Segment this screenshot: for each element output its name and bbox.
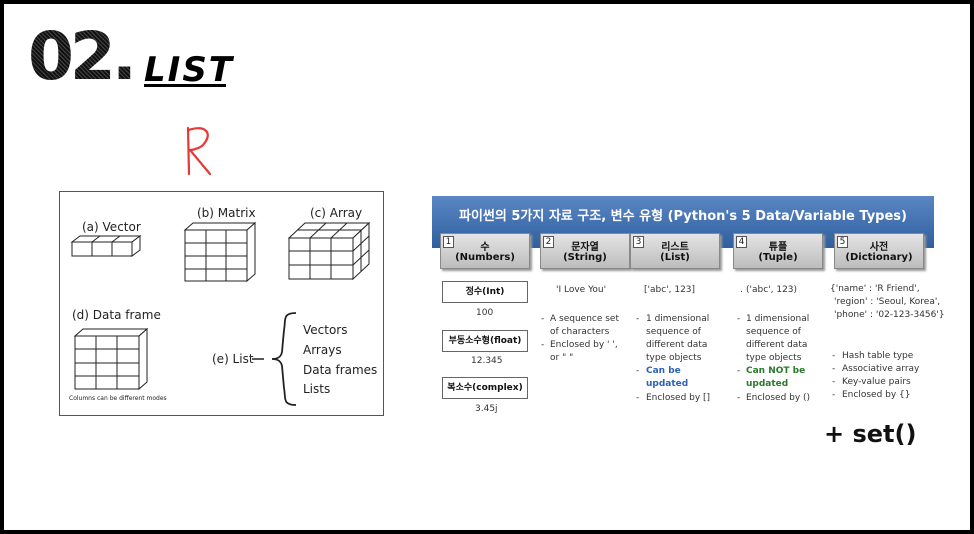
tuple-immutable-note: Can NOT be — [746, 366, 806, 376]
list-note: different data — [646, 340, 708, 350]
dict-example-line: {'name' : 'R Friend', — [830, 284, 920, 294]
handwritten-r — [186, 126, 212, 176]
list-mutable-note: Can be — [646, 366, 681, 376]
list-item: Vectors — [303, 323, 348, 337]
bullet: - — [832, 364, 836, 374]
slide: 02. LIST (a) Vector (b) Matrix (c) Array — [4, 4, 970, 530]
type-korean: 리스트 — [661, 242, 689, 253]
list-note: 1 dimensional — [646, 314, 710, 324]
bullet: - — [832, 351, 836, 361]
string-note: or " " — [550, 353, 574, 363]
dict-note: Hash table type — [842, 351, 914, 361]
tuple-note: sequence of — [746, 327, 801, 337]
float-value: 12.345 — [471, 356, 503, 366]
string-note: of characters — [550, 327, 610, 337]
tuple-note: type objects — [746, 353, 802, 363]
plus-set-annotation: + set() — [824, 420, 917, 448]
matrix-label: (b) Matrix — [197, 206, 256, 220]
list-enclosed: Enclosed by [] — [646, 393, 711, 403]
bullet: - — [737, 366, 741, 376]
vector-label: (a) Vector — [82, 220, 141, 234]
bullet: - — [636, 393, 640, 403]
type-box-tuple: 4 튜플 (Tuple) — [733, 233, 823, 269]
list-example: ['abc', 123] — [644, 285, 696, 295]
section-title: LIST — [144, 50, 234, 90]
type-korean: 문자열 — [571, 242, 599, 253]
tuple-immutable-note: updated — [746, 379, 789, 389]
string-note: Enclosed by ' ', — [550, 340, 618, 350]
list-note: type objects — [646, 353, 702, 363]
list-note: sequence of — [646, 327, 701, 337]
dict-note: Enclosed by {} — [842, 390, 911, 400]
type-box-list: 3 리스트 (List) — [630, 233, 720, 269]
tuple-note: 1 dimensional — [746, 314, 810, 324]
float-label: 부동소수형(float) — [442, 330, 528, 352]
int-value: 100 — [476, 308, 494, 318]
type-korean: 수 — [480, 242, 490, 253]
type-english: (Dictionary) — [845, 252, 913, 263]
list-item: Arrays — [303, 343, 342, 357]
dict-note: Key-value pairs — [842, 377, 911, 387]
bullet: - — [636, 314, 640, 324]
dataframe-label: (d) Data frame — [72, 308, 161, 322]
section-number: 02. — [28, 18, 137, 95]
dict-note: Associative array — [842, 364, 920, 374]
type-box-dictionary: 5 사전 (Dictionary) — [834, 233, 924, 269]
type-box-numbers: 1 수 (Numbers) — [440, 233, 530, 269]
bullet: . — [740, 285, 743, 295]
array-label: (c) Array — [310, 206, 363, 220]
string-note: A sequence set — [550, 314, 620, 324]
type-korean: 튜플 — [768, 242, 788, 253]
tuple-enclosed: Enclosed by () — [746, 393, 811, 403]
matrix-diagram — [183, 221, 257, 283]
type-korean: 사전 — [869, 242, 889, 253]
type-english: (Tuple) — [758, 252, 798, 263]
title-underline — [144, 84, 226, 87]
bullet: - — [541, 340, 545, 350]
dict-example-line: 'region' : 'Seoul, Korea', — [834, 297, 941, 307]
bullet: - — [737, 314, 741, 324]
r-data-structures-figure: (a) Vector (b) Matrix (c) Array — [59, 191, 384, 416]
type-number: 3 — [633, 236, 644, 248]
int-label: 정수(Int) — [442, 281, 528, 303]
dataframe-note: Columns can be different modes — [69, 395, 167, 402]
banner-title: 파이썬의 5가지 자료 구조, 변수 유형 (Python's 5 Data/V… — [458, 209, 907, 224]
type-number: 4 — [736, 236, 747, 248]
tuple-note: different data — [746, 340, 808, 350]
bullet: - — [737, 393, 741, 403]
string-example: 'I Love You' — [556, 285, 607, 295]
tuple-example: ('abc', 123) — [746, 285, 798, 295]
type-box-string: 2 문자열 (String) — [540, 233, 630, 269]
bullet: - — [832, 377, 836, 387]
type-number: 5 — [837, 236, 848, 248]
vector-diagram — [70, 235, 142, 257]
bullet: - — [636, 366, 640, 376]
bullet: - — [832, 390, 836, 400]
complex-label: 복소수(complex) — [442, 377, 528, 399]
array-diagram — [287, 221, 371, 281]
dataframe-diagram — [73, 327, 149, 391]
type-english: (List) — [660, 252, 690, 263]
type-number: 2 — [543, 236, 554, 248]
list-mutable-note: updated — [646, 379, 689, 389]
complex-value: 3.45j — [475, 404, 498, 414]
list-item: Lists — [303, 382, 331, 396]
type-english: (Numbers) — [455, 252, 515, 263]
type-number: 1 — [443, 236, 454, 248]
dict-example-line: 'phone' : '02-123-3456'} — [834, 310, 945, 320]
python-data-types-figure: 파이썬의 5가지 자료 구조, 변수 유형 (Python's 5 Data/V… — [432, 196, 945, 426]
type-english: (String) — [563, 252, 607, 263]
bullet: - — [541, 314, 545, 324]
list-item: Data frames — [303, 363, 378, 377]
list-arrow-brace — [252, 312, 297, 406]
list-label: (e) List — [212, 352, 254, 366]
